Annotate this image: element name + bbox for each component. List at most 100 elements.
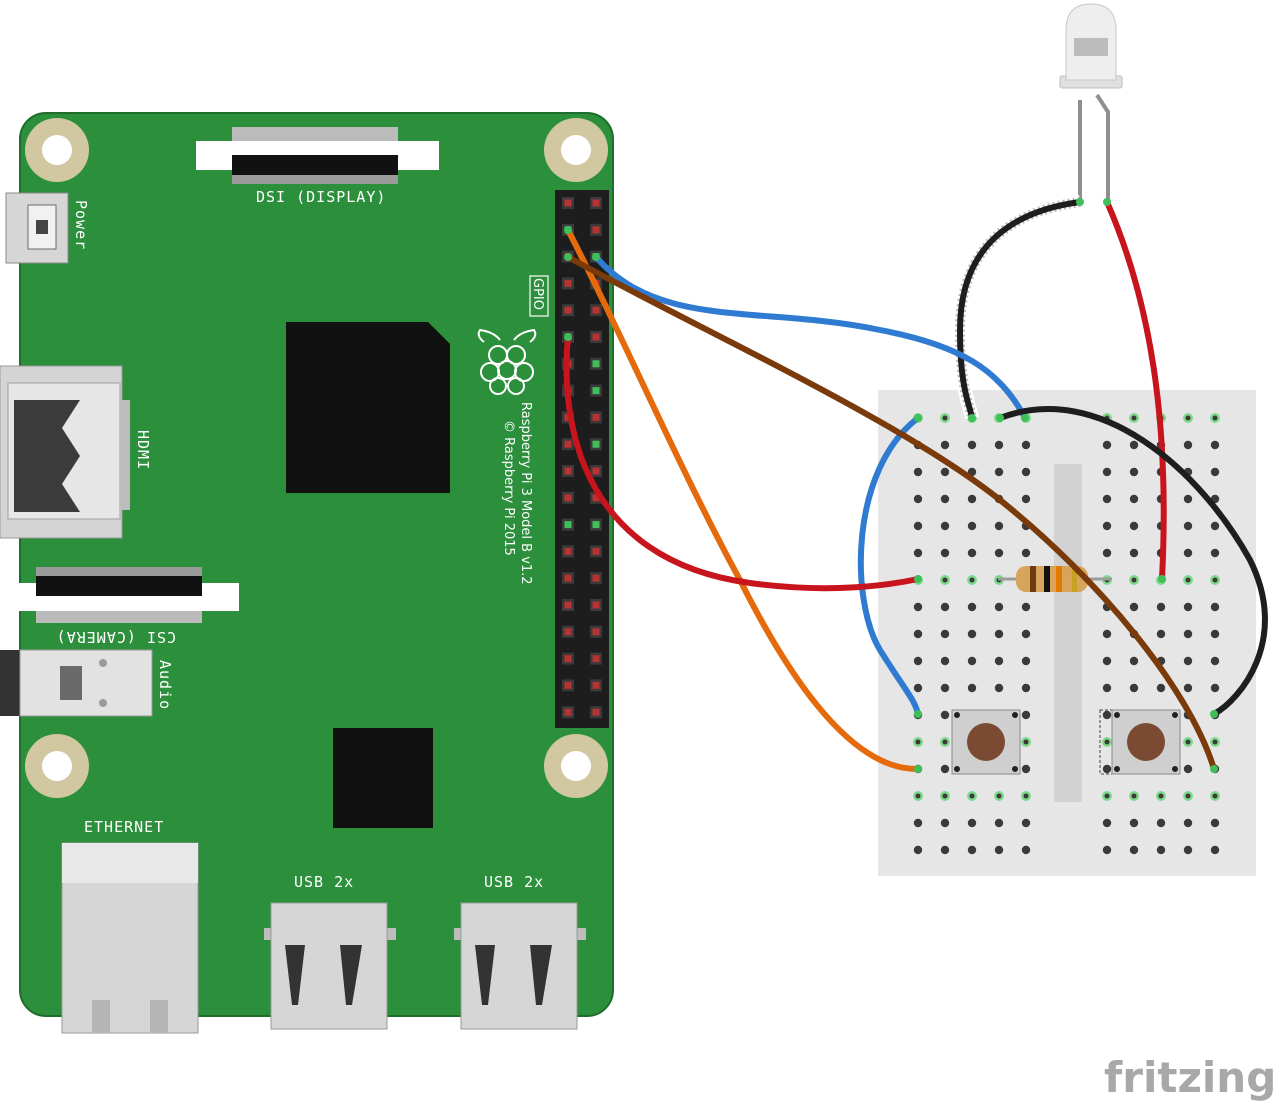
breadboard-hole (913, 656, 923, 666)
gpio-pin (592, 574, 600, 582)
gpio-pin (564, 681, 572, 689)
gpio-pin (592, 360, 600, 368)
gpio-pin (564, 628, 572, 636)
gpio-pin (592, 494, 600, 502)
wire-endpoint (996, 414, 1004, 422)
breadboard-hole (1183, 818, 1193, 828)
breadboard-hole (994, 467, 1004, 477)
wire-black-led (952, 195, 1081, 420)
breadboard-hole (1021, 764, 1031, 774)
resistor (998, 566, 1112, 592)
breadboard-hole (1129, 467, 1139, 477)
breadboard-hole (1129, 818, 1139, 828)
breadboard-hole (940, 845, 950, 855)
hdmi-connector (0, 365, 130, 539)
copyright-label: © Raspberry Pi 2015 (501, 420, 516, 556)
usb-controller-chip (333, 728, 433, 828)
usb-port-left (264, 902, 396, 1030)
gpio-pin (564, 655, 572, 663)
breadboard-hole (967, 656, 977, 666)
breadboard-hole (913, 494, 923, 504)
wire-endpoint (1158, 575, 1166, 583)
push-button-left (951, 709, 1021, 775)
breadboard-hole (967, 494, 977, 504)
breadboard-hole-core (996, 793, 1002, 799)
breadboard-hole (913, 548, 923, 558)
breadboard-hole-core (969, 793, 975, 799)
breadboard-hole (1156, 845, 1166, 855)
gpio-pin (564, 279, 572, 287)
breadboard-hole (1183, 602, 1193, 612)
breadboard-hole (940, 683, 950, 693)
breadboard-hole (1102, 521, 1112, 531)
breadboard-hole (940, 521, 950, 531)
breadboard-hole (940, 656, 950, 666)
breadboard-hole (1102, 710, 1112, 720)
breadboard-hole-core (1104, 793, 1110, 799)
breadboard-hole-core (1212, 739, 1218, 745)
breadboard-hole (1021, 656, 1031, 666)
breadboard-hole (913, 467, 923, 477)
gpio-pin (564, 547, 572, 555)
breadboard-hole-core (1212, 415, 1218, 421)
wire-blue-button (857, 415, 921, 715)
usb-right-label: USB 2x (484, 873, 544, 891)
breadboard-hole (1021, 467, 1031, 477)
breadboard-hole (1210, 440, 1220, 450)
breadboard-hole (913, 521, 923, 531)
gpio-pin (592, 199, 600, 207)
gpio-pin (592, 387, 600, 395)
breadboard-hole-core (1023, 793, 1029, 799)
breadboard-hole (1129, 548, 1139, 558)
breadboard-hole (1102, 764, 1112, 774)
breadboard-hole (1021, 629, 1031, 639)
gpio-pin (564, 574, 572, 582)
breadboard-hole (967, 818, 977, 828)
hdmi-label: HDMI (134, 430, 152, 470)
breadboard-hole (967, 629, 977, 639)
mount-hole-top-left (25, 118, 89, 182)
gpio-pin (564, 601, 572, 609)
breadboard-hole (1021, 683, 1031, 693)
breadboard-hole (1129, 683, 1139, 693)
breadboard-hole (1183, 440, 1193, 450)
gpio-pin (592, 440, 600, 448)
wire-endpoint (1210, 710, 1218, 718)
breadboard-hole (994, 548, 1004, 558)
breadboard-hole (1102, 440, 1112, 450)
breadboard-hole (1183, 629, 1193, 639)
breadboard-hole-core (1131, 415, 1137, 421)
breadboard-hole (1129, 494, 1139, 504)
breadboard-hole (1021, 845, 1031, 855)
mount-hole-bottom-left (25, 734, 89, 798)
breadboard-hole (994, 656, 1004, 666)
breadboard-hole (994, 683, 1004, 693)
breadboard-hole (940, 710, 950, 720)
breadboard-hole (1021, 818, 1031, 828)
led (1059, 3, 1123, 200)
breadboard-hole (1210, 467, 1220, 477)
breadboard-hole (1102, 656, 1112, 666)
breadboard-hole (1021, 710, 1031, 720)
breadboard-hole-core (1131, 793, 1137, 799)
wire-endpoint (914, 765, 922, 773)
dsi-connector (196, 127, 439, 184)
breadboard-hole-core (1185, 739, 1191, 745)
model-label: Raspberry Pi 3 Model B v1.2 (518, 402, 533, 585)
breadboard-hole (1183, 683, 1193, 693)
breadboard-hole (913, 683, 923, 693)
breadboard-hole (1102, 683, 1112, 693)
audio-label: Audio (156, 660, 174, 710)
breadboard-hole (1102, 467, 1112, 477)
breadboard-hole (940, 602, 950, 612)
breadboard-hole-core (1158, 793, 1164, 799)
breadboard-hole (1156, 602, 1166, 612)
wire-endpoint (592, 253, 600, 261)
breadboard-hole-core (942, 739, 948, 745)
dsi-label: DSI (DISPLAY) (256, 188, 386, 206)
wire-blue-gpio (593, 255, 1028, 420)
breadboard-hole (940, 467, 950, 477)
wire-endpoint (1076, 198, 1084, 206)
breadboard-hole (1210, 548, 1220, 558)
breadboard-hole (994, 818, 1004, 828)
